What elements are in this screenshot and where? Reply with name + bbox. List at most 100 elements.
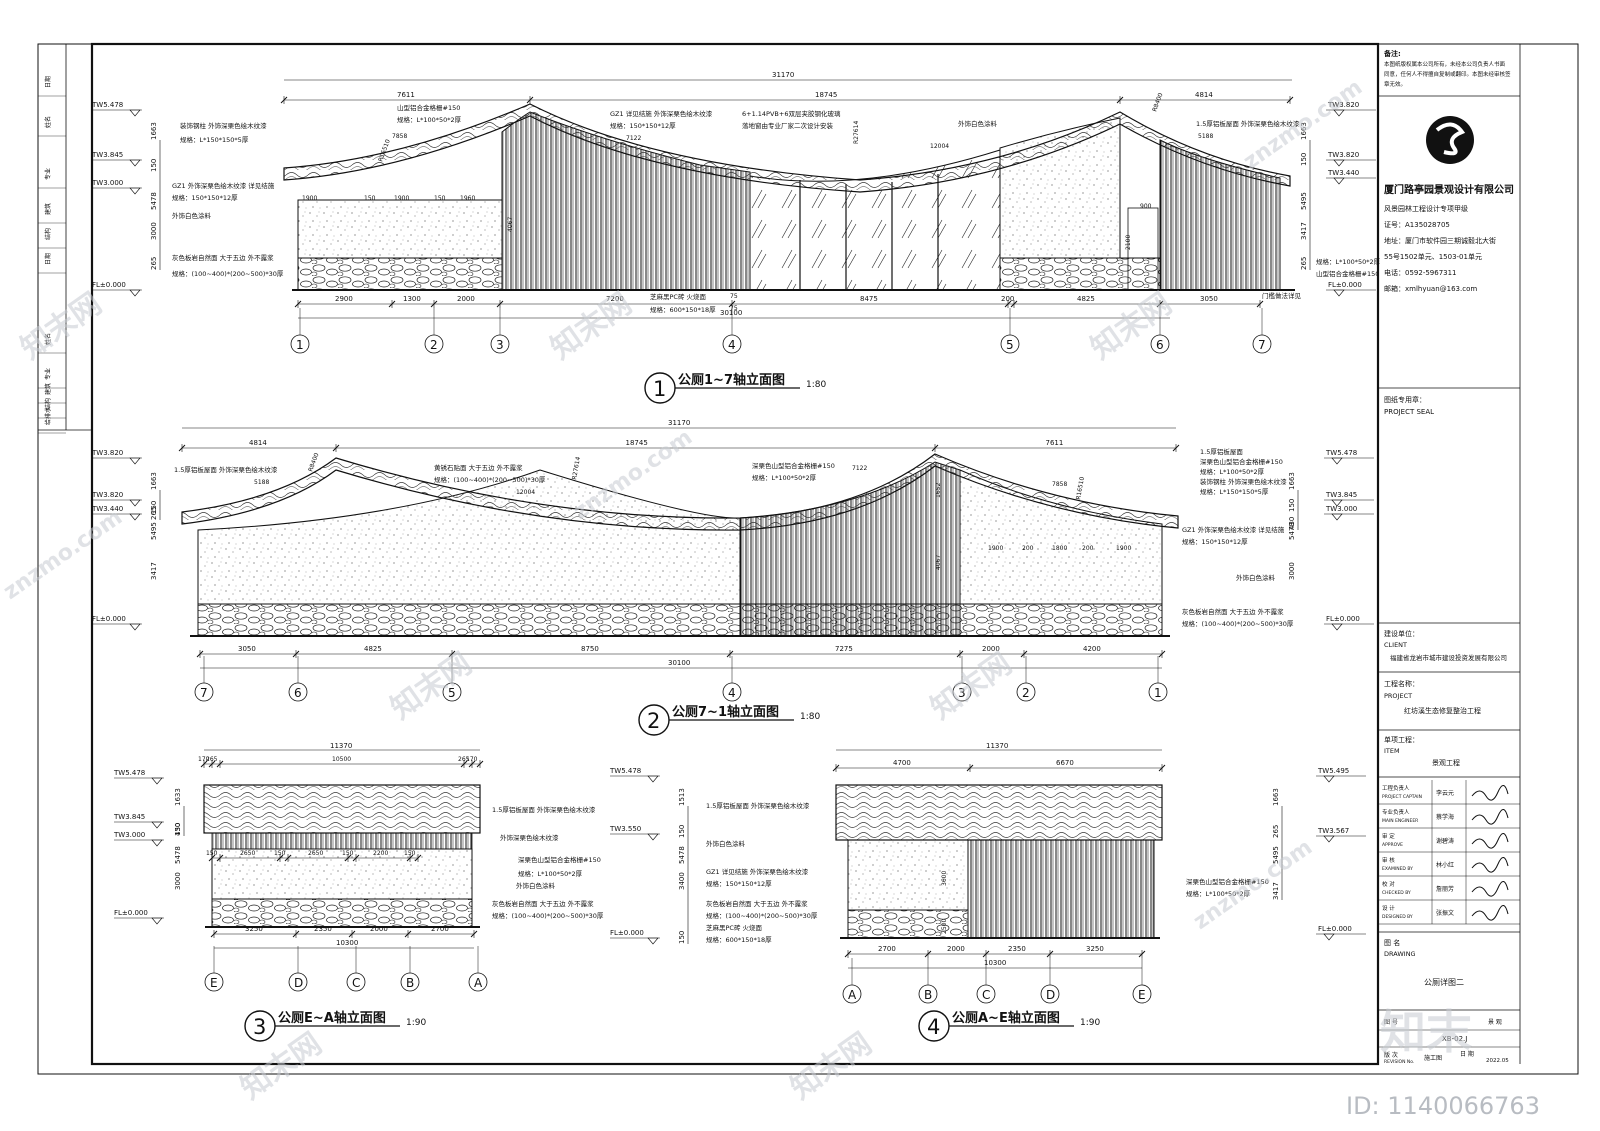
- elev2-vdim: 5478: [1288, 522, 1296, 540]
- axis-label: D: [294, 976, 303, 990]
- axis-label: 2: [430, 338, 438, 352]
- elev1-small-dim: R27614: [853, 121, 860, 144]
- signature: [1471, 809, 1509, 825]
- elev2-note: 1.5厚铝板屋面 外饰深栗色绘木纹漆: [174, 465, 278, 474]
- view-number: 4: [927, 1015, 940, 1039]
- e1-stone-base: [297, 257, 503, 291]
- elev4-small-dim: 2500: [941, 919, 948, 934]
- elev3-note: 1.5厚铝板屋面 外饰深栗色绘木纹漆: [492, 805, 596, 814]
- axis-label: B: [924, 988, 932, 1002]
- axis-label: 3: [496, 338, 504, 352]
- drawing-label: 图 名: [1384, 938, 1400, 947]
- elev1-small-dim: 900: [1140, 203, 1152, 210]
- elev3-dim: 2350: [314, 925, 332, 933]
- item-label: 单项工程：: [1384, 735, 1419, 744]
- rev-label: 版 次: [1384, 1051, 1398, 1059]
- company-address-2: 55号1502单元、1503-01单元: [1384, 252, 1482, 261]
- elev1-dim: 2900: [335, 295, 353, 303]
- elev2-note: 规格：(100~400)*(200~500)*30厚: [1182, 619, 1294, 628]
- elev3-note: 灰色板岩自然面 大于五边 外不露浆: [492, 899, 594, 908]
- role-name: 张振文: [1436, 909, 1454, 917]
- project-label: 工程名称：: [1384, 679, 1419, 688]
- elev3-dim: 150: [404, 850, 416, 857]
- elev2-note: 深栗色山型铝合金格栅#150: [1200, 457, 1283, 466]
- role-cn: 审 定: [1382, 832, 1395, 840]
- elev1-vdim: 150: [1300, 153, 1308, 166]
- watermark-id: ID: 1140066763: [1346, 1092, 1540, 1120]
- e2-overall: 31170: [668, 419, 690, 427]
- client-en: CLIENT: [1384, 641, 1407, 649]
- axis-label: 1: [1154, 686, 1162, 700]
- watermark-logo: 知末: [1380, 1005, 1472, 1059]
- elev2-small-dim: 7122: [852, 465, 867, 472]
- level-mark: TW3.845: [1325, 491, 1357, 499]
- elev4-vdim: 150: [678, 825, 686, 838]
- view-scale: 1:90: [406, 1018, 426, 1028]
- elev1-small-dim: 12004: [930, 143, 949, 150]
- e3-bottom-total: 10300: [336, 939, 358, 947]
- elev1-dim: 7611: [397, 91, 415, 99]
- elev3-dim: 265: [206, 756, 218, 763]
- view-scale: 1:80: [806, 380, 826, 390]
- elev4-vdim: 5478: [678, 846, 686, 864]
- signature: [1471, 881, 1509, 897]
- elev2-note: 深栗色山型铝合金格栅#150: [752, 461, 835, 470]
- elev1-dim: 200: [1001, 295, 1014, 303]
- elev2-note: 规格：L*150*150*5厚: [1200, 487, 1269, 496]
- elev2-note: 规格：L*100*50*2厚: [1200, 467, 1265, 476]
- level-mark: TW3.000: [1325, 505, 1357, 513]
- elev1-vdim: 3417: [1300, 222, 1308, 240]
- elev2-small-dim: R27614: [571, 456, 582, 480]
- watermark-site-1: znzmo.com: [0, 505, 127, 605]
- elev2-note: 灰色板岩自然面 大于五边 外不露浆: [1182, 607, 1284, 616]
- elev1-dim: 7200: [606, 295, 624, 303]
- elev2-small-dim: 1900: [988, 545, 1003, 552]
- role-cn: 审 核: [1382, 856, 1395, 864]
- seal-label: 图纸专用章：: [1384, 395, 1426, 404]
- watermark-brand-6: 知末网: [235, 1026, 329, 1106]
- left-strip-label: 建筑: [44, 383, 52, 395]
- elev2-dim: 4814: [249, 439, 267, 447]
- elev4-note: 规格：(100~400)*(200~500)*30厚: [706, 911, 818, 920]
- client-name: 福建省龙岩市城市建设投资发展有限公司: [1390, 653, 1507, 662]
- level-mark: FL±0.000: [1318, 925, 1352, 933]
- elev4-note: 1.5厚铝板屋面 外饰深栗色绘木纹漆: [706, 801, 810, 810]
- elev1-small-dim: 7858: [392, 133, 407, 140]
- axis-label: 5: [448, 686, 456, 700]
- elev1-small-dim: 2100: [1125, 235, 1132, 250]
- elev2-vdim: 1663: [1288, 472, 1296, 490]
- e2-grille: [739, 461, 961, 637]
- level-mark: TW3.845: [91, 151, 123, 159]
- axis-label: 4: [728, 338, 736, 352]
- e1-roof: [283, 103, 1291, 193]
- elev2-vdim: 3000: [1288, 562, 1296, 580]
- axis-label: E: [1138, 988, 1146, 1002]
- left-strip-label: 专业: [44, 168, 52, 180]
- e1-wall-left: [297, 199, 503, 259]
- elev2-note: 规格：(100~400)*(200~500)*30厚: [434, 475, 546, 484]
- e3-stone: [211, 898, 473, 928]
- elev3-dim: 150: [342, 850, 354, 857]
- elev1-vdim: 1663: [1300, 122, 1308, 140]
- signature: [1471, 833, 1509, 849]
- level-mark: TW3.000: [113, 831, 145, 839]
- elev1-note: 规格：L*100*50*2厚: [397, 115, 462, 124]
- elev1-small-dim: 75: [730, 293, 738, 300]
- notes-text-3: 章无效。: [1384, 80, 1406, 88]
- elev2-vdim: 150: [150, 501, 158, 514]
- elev1-note: 外饰白色涂料: [172, 211, 212, 220]
- elev1-small-dim: 150: [434, 195, 446, 202]
- elev1-vdim: 265: [150, 257, 158, 270]
- axis-label: A: [474, 976, 483, 990]
- e1-stone-base-right: [999, 257, 1161, 291]
- role-name: 谢碧涛: [1436, 837, 1454, 845]
- axis-bubble: [1132, 984, 1152, 1004]
- elev1-vdim: 150: [150, 159, 158, 172]
- elev4-note: 灰色板岩自然面 大于五边 外不露浆: [706, 899, 808, 908]
- elev1-vdim: 5478: [150, 192, 158, 210]
- elev1-small-dim: 4067: [507, 217, 514, 232]
- elev1-small-dim: 1900: [394, 195, 409, 202]
- e3-roof: [203, 784, 481, 834]
- company-logo: [1426, 116, 1474, 164]
